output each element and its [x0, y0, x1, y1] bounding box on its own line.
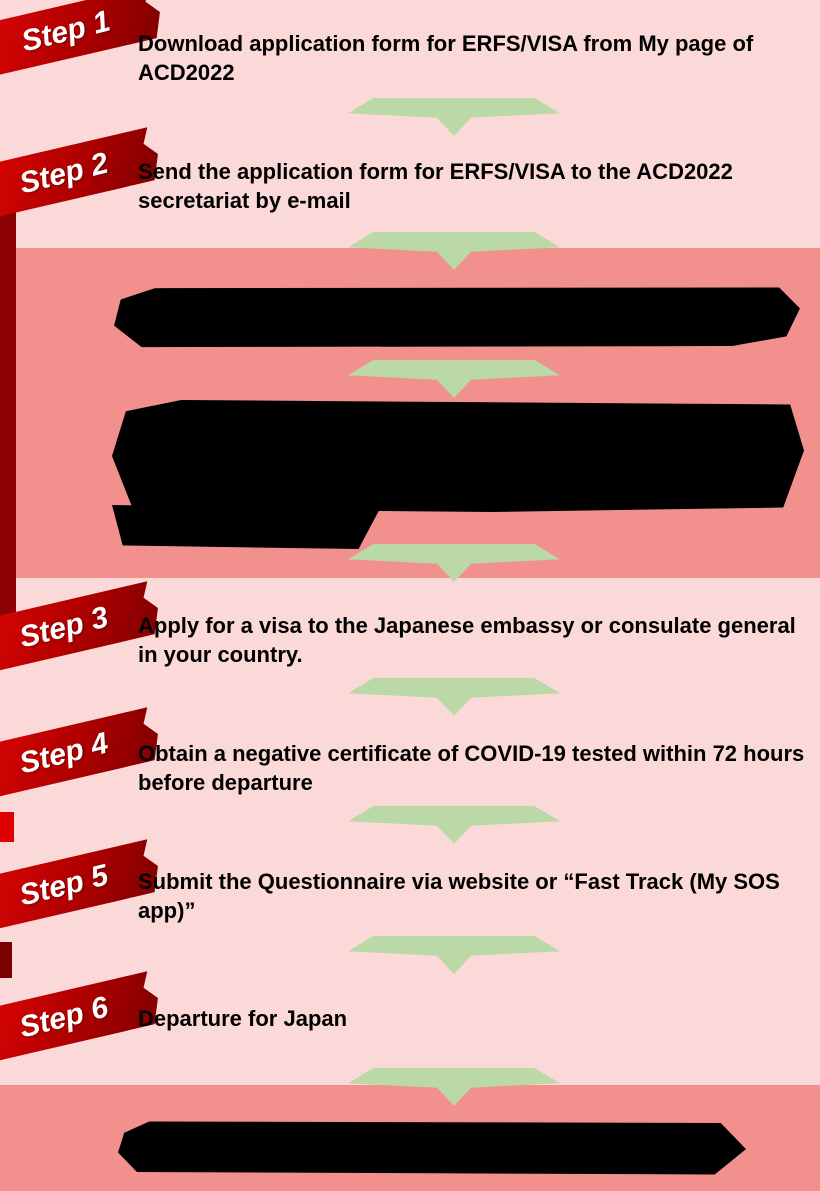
down-arrow-icon: [348, 806, 560, 844]
step-1-label: Step 1: [18, 4, 114, 59]
step-5-label: Step 5: [16, 858, 112, 913]
step-2-text: Send the application form for ERFS/VISA …: [138, 159, 733, 213]
ribbon-edge-strip: [0, 200, 16, 632]
step-2-label: Step 2: [16, 146, 112, 201]
redacted-text-block: [118, 1118, 746, 1177]
redacted-text-block: [114, 284, 800, 351]
down-arrow-icon: [348, 936, 560, 974]
ribbon-fragment: [0, 942, 12, 978]
step-6-label: Step 6: [16, 990, 112, 1045]
step-4-text: Obtain a negative certificate of COVID-1…: [138, 741, 805, 795]
down-arrow-icon: [348, 678, 560, 716]
step-4-label: Step 4: [16, 726, 112, 781]
step-1-text: Download application form for ERFS/VISA …: [138, 31, 754, 85]
step-6-text: Departure for Japan: [138, 1006, 348, 1031]
down-arrow-icon: [348, 98, 560, 136]
step-3-label: Step 3: [16, 600, 112, 655]
ribbon-fragment: [0, 812, 14, 842]
step-5-text: Submit the Questionnaire via website or …: [138, 869, 780, 923]
redacted-text-block: [112, 505, 380, 549]
redacted-text-block: [112, 400, 804, 512]
step-3-text: Apply for a visa to the Japanese embassy…: [138, 613, 796, 667]
